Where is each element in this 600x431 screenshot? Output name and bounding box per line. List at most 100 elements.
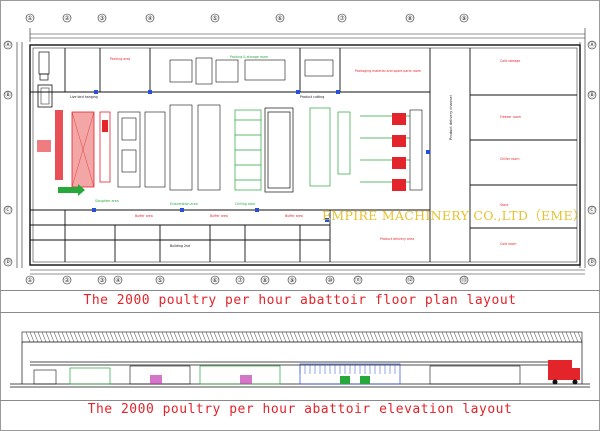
svg-text:②: ②: [64, 277, 70, 284]
svg-text:⑦: ⑦: [237, 277, 243, 284]
grid-axis-bubble-icon: ②: [62, 13, 72, 23]
grid-axis-bubble-icon: ⑦: [337, 13, 347, 23]
company-watermark: EMPIRE MACHINERY CO.,LTD（EME）: [322, 208, 586, 223]
svg-text:Cold room: Cold room: [500, 242, 516, 246]
grid-axis-bubble-icon: Ⓐ: [587, 40, 597, 50]
svg-text:Ⓓ: Ⓓ: [589, 258, 595, 266]
caption-divider-bottom: [0, 312, 600, 313]
svg-text:⑨: ⑨: [461, 15, 466, 22]
svg-text:Packing area: Packing area: [110, 57, 130, 61]
grid-axis-bubble-icon: ④: [145, 13, 155, 23]
svg-text:Buffer area: Buffer area: [135, 214, 153, 218]
top-dimension-chain: [29, 28, 586, 42]
grid-axis-bubble-icon: ⑧: [405, 13, 415, 23]
svg-text:Chiller room: Chiller room: [500, 157, 519, 161]
svg-text:⑨: ⑨: [289, 277, 294, 284]
grid-axis-bubble-icon: ⑤: [155, 275, 165, 285]
grid-axis-bubbles: ① ② ③ ④ ⑤ ⑥ ⑦ ⑧ ⑨ ① ② ③ ④ ⑤ ⑥ ⑦ ⑧ ⑨ ⑩ ⑪ ⑫ ⑬ Ⓐ Ⓑ Ⓒ Ⓓ Ⓐ Ⓑ Ⓒ Ⓓ: [3, 13, 597, 285]
svg-text:③: ③: [99, 15, 104, 22]
svg-text:Ⓑ: Ⓑ: [5, 91, 11, 99]
svg-text:Buffer area: Buffer area: [285, 214, 303, 218]
svg-text:⑤: ⑤: [212, 15, 217, 22]
grid-axis-bubble-icon: Ⓓ: [587, 257, 597, 267]
floor-plan-drawing: Packing area Packing & storage room Pack…: [16, 28, 586, 275]
svg-text:Building 2nd: Building 2nd: [170, 244, 190, 248]
svg-text:⑪: ⑪: [355, 276, 361, 284]
svg-text:⑦: ⑦: [339, 15, 345, 22]
svg-text:⑥: ⑥: [277, 15, 282, 22]
svg-text:Packing & storage room: Packing & storage room: [230, 55, 268, 59]
svg-text:Packaging material and spare p: Packaging material and spare parts room: [355, 69, 421, 73]
elevation-equipment: [33, 363, 521, 385]
delivery-truck-icon: [548, 360, 580, 385]
grid-axis-bubble-icon: Ⓒ: [587, 205, 597, 215]
grid-axis-bubble-icon: Ⓒ: [3, 205, 13, 215]
defeathering-line: [71, 111, 111, 188]
grid-axis-bubble-icon: ⑫: [405, 275, 415, 285]
svg-text:Store: Store: [500, 203, 508, 207]
svg-text:①: ①: [27, 277, 32, 284]
svg-text:Ⓐ: Ⓐ: [589, 41, 595, 49]
caption-divider-elev: [0, 400, 600, 401]
plan-caption: The 2000 poultry per hour abattoir floor…: [83, 293, 517, 308]
svg-text:⑫: ⑫: [407, 276, 413, 284]
svg-text:①: ①: [27, 15, 32, 22]
room-labels: Packing area Packing & storage room Pack…: [70, 55, 521, 248]
svg-text:⑧: ⑧: [262, 277, 267, 284]
grid-axis-bubble-icon: ⑨: [287, 275, 297, 285]
corridor-label: Product delivery channel: [449, 95, 453, 140]
chilling-line: [234, 107, 294, 193]
grid-axis-bubble-icon: ⑥: [275, 13, 285, 23]
grid-axis-bubble-icon: ③: [97, 13, 107, 23]
interior-walls: [30, 48, 577, 262]
svg-text:Buffer area: Buffer area: [210, 214, 228, 218]
grid-axis-bubble-icon: Ⓑ: [3, 90, 13, 100]
grid-axis-bubble-icon: ⑤: [210, 13, 220, 23]
svg-text:Ⓓ: Ⓓ: [5, 258, 11, 266]
grid-axis-bubble-icon: ⑧: [260, 275, 270, 285]
receiving-area: [37, 84, 63, 180]
svg-text:Cold storage: Cold storage: [500, 59, 520, 63]
conveyor-line: [30, 361, 560, 366]
svg-text:⑩: ⑩: [327, 277, 332, 284]
truck-icon: [38, 51, 50, 81]
grid-axis-bubble-icon: ⑪: [353, 275, 363, 285]
grid-axis-bubble-icon: ①: [25, 13, 35, 23]
svg-text:Freezer room: Freezer room: [500, 115, 521, 119]
svg-text:Slaughter area: Slaughter area: [95, 199, 119, 203]
building-outline: [29, 44, 581, 266]
caption-divider-top: [0, 290, 600, 291]
svg-text:Evisceration area: Evisceration area: [170, 202, 198, 206]
upper-rooms-equipment: [169, 57, 423, 191]
grid-axis-bubble-icon: Ⓑ: [587, 90, 597, 100]
svg-text:⑧: ⑧: [407, 15, 412, 22]
grid-axis-bubble-icon: ①: [25, 275, 35, 285]
svg-text:②: ②: [64, 15, 70, 22]
grid-axis-bubble-icon: Ⓓ: [3, 257, 13, 267]
elevation-caption: The 2000 poultry per hour abattoir eleva…: [87, 402, 513, 417]
grid-axis-bubble-icon: ②: [62, 275, 72, 285]
grid-axis-bubble-icon: ④: [113, 275, 123, 285]
entry-arrow-icon: [58, 184, 85, 196]
grid-axis-bubble-icon: ③: [97, 275, 107, 285]
svg-text:Ⓒ: Ⓒ: [589, 206, 595, 214]
svg-text:⑥: ⑥: [212, 277, 217, 284]
svg-text:Ⓒ: Ⓒ: [5, 206, 11, 214]
roof-truss: [21, 331, 583, 343]
svg-text:⑬: ⑬: [461, 276, 467, 284]
svg-text:Product cutting: Product cutting: [300, 95, 324, 99]
svg-text:Ⓐ: Ⓐ: [5, 41, 11, 49]
svg-text:Ⓑ: Ⓑ: [589, 91, 595, 99]
roof-truss-hatch: [25, 331, 583, 343]
packing-stations: [392, 113, 406, 191]
svg-text:④: ④: [147, 15, 152, 22]
grid-axis-bubble-icon: ⑦: [235, 275, 245, 285]
grid-axis-bubble-icon: ⑨: [459, 13, 469, 23]
elevation-drawing: [10, 331, 590, 388]
grid-axis-bubble-icon: ⑬: [459, 275, 469, 285]
svg-text:Product delivery area: Product delivery area: [380, 237, 414, 241]
svg-text:⑤: ⑤: [157, 277, 162, 284]
grid-axis-bubble-icon: ⑩: [325, 275, 335, 285]
svg-text:③: ③: [99, 277, 104, 284]
grid-axis-bubble-icon: Ⓐ: [3, 40, 13, 50]
